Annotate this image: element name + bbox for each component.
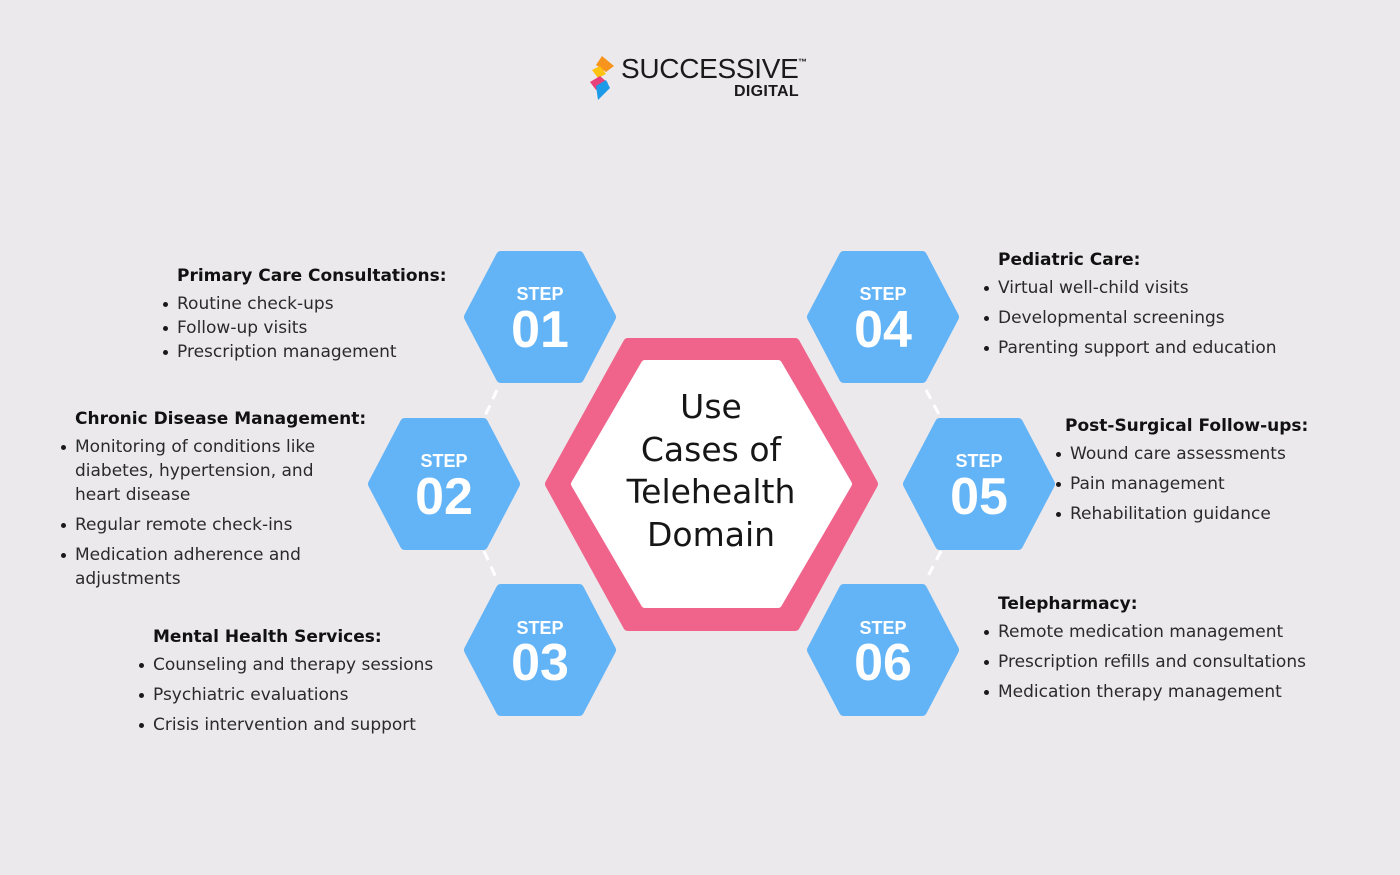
- section-title: Post-Surgical Follow-ups:: [1065, 416, 1309, 436]
- step-label: STEP: [859, 284, 906, 304]
- list-item: Parenting support and education: [984, 336, 1318, 360]
- list-item: Follow-up visits: [163, 316, 447, 340]
- section-list: Routine check-ups Follow-up visits Presc…: [163, 292, 447, 364]
- section-list: Monitoring of conditions like diabetes, …: [61, 435, 355, 591]
- section-list: Virtual well-child visits Developmental …: [984, 276, 1318, 360]
- successive-digital-logo: SUCCESSIVE ™ DIGITAL: [588, 52, 828, 104]
- section-title: Telepharmacy:: [998, 594, 1138, 614]
- step-hexagon-04: STEP 04: [807, 251, 959, 383]
- list-item: Prescription management: [163, 340, 447, 364]
- section-post-surgical: Post-Surgical Follow-ups: Wound care ass…: [1056, 416, 1370, 526]
- brand-name: SUCCESSIVE: [621, 53, 799, 84]
- section-title: Mental Health Services:: [153, 627, 382, 647]
- step-hexagon-06: STEP 06: [807, 584, 959, 716]
- section-title: Chronic Disease Management:: [75, 409, 367, 429]
- step-number: 02: [415, 468, 473, 526]
- center-title: Use Cases of Telehealth Domain: [611, 386, 811, 556]
- section-title: Primary Care Consultations:: [177, 266, 447, 286]
- list-item: Prescription refills and consultations: [984, 650, 1378, 674]
- step-label: STEP: [516, 284, 563, 304]
- section-pediatric-care: Pediatric Care: Virtual well-child visit…: [984, 250, 1318, 360]
- list-item: Crisis intervention and support: [139, 713, 463, 737]
- section-list: Counseling and therapy sessions Psychiat…: [139, 653, 463, 737]
- step-hexagon-05: STEP 05: [903, 418, 1055, 550]
- brand-sub: DIGITAL: [734, 83, 799, 100]
- section-title: Pediatric Care:: [998, 250, 1141, 270]
- section-mental-health: Mental Health Services: Counseling and t…: [139, 627, 463, 737]
- step-hexagon-01: STEP 01: [464, 251, 616, 383]
- section-chronic-disease: Chronic Disease Management: Monitoring o…: [61, 409, 367, 591]
- center-title-line: Telehealth: [626, 472, 796, 511]
- step-number: 05: [950, 468, 1008, 526]
- list-item: Virtual well-child visits: [984, 276, 1318, 300]
- list-item: Routine check-ups: [163, 292, 447, 316]
- list-item: Medication adherence and adjustments: [61, 543, 355, 591]
- successive-logo-icon: [590, 56, 614, 100]
- section-list: Wound care assessments Pain management R…: [1056, 442, 1370, 526]
- step-number: 03: [511, 634, 569, 692]
- step-number: 01: [511, 301, 569, 359]
- step-number: 04: [854, 301, 912, 359]
- step-label: STEP: [955, 451, 1002, 471]
- center-hexagon: [545, 338, 878, 631]
- list-item: Pain management: [1056, 472, 1370, 496]
- list-item: Wound care assessments: [1056, 442, 1370, 466]
- list-item: Rehabilitation guidance: [1056, 502, 1370, 526]
- section-list: Remote medication management Prescriptio…: [984, 620, 1378, 704]
- center-title-line: Use: [680, 387, 742, 426]
- step-hexagon-03: STEP 03: [464, 584, 616, 716]
- list-item: Medication therapy management: [984, 680, 1378, 704]
- connector-lines: [482, 389, 943, 581]
- step-hexagon-02: STEP 02: [368, 418, 520, 550]
- center-title-line: Domain: [646, 514, 776, 554]
- section-primary-care: Primary Care Consultations: Routine chec…: [163, 266, 447, 364]
- list-item: Psychiatric evaluations: [139, 683, 463, 707]
- center-title-line: Cases of: [640, 429, 782, 469]
- list-item: Developmental screenings: [984, 306, 1318, 330]
- step-label: STEP: [859, 618, 906, 638]
- list-item: Remote medication management: [984, 620, 1378, 644]
- brand-trademark: ™: [798, 57, 807, 67]
- list-item: Regular remote check-ins: [61, 513, 355, 537]
- section-telepharmacy: Telepharmacy: Remote medication manageme…: [984, 594, 1378, 704]
- step-label: STEP: [516, 618, 563, 638]
- list-item: Monitoring of conditions like diabetes, …: [61, 435, 355, 507]
- step-number: 06: [854, 634, 912, 692]
- step-label: STEP: [420, 451, 467, 471]
- list-item: Counseling and therapy sessions: [139, 653, 463, 677]
